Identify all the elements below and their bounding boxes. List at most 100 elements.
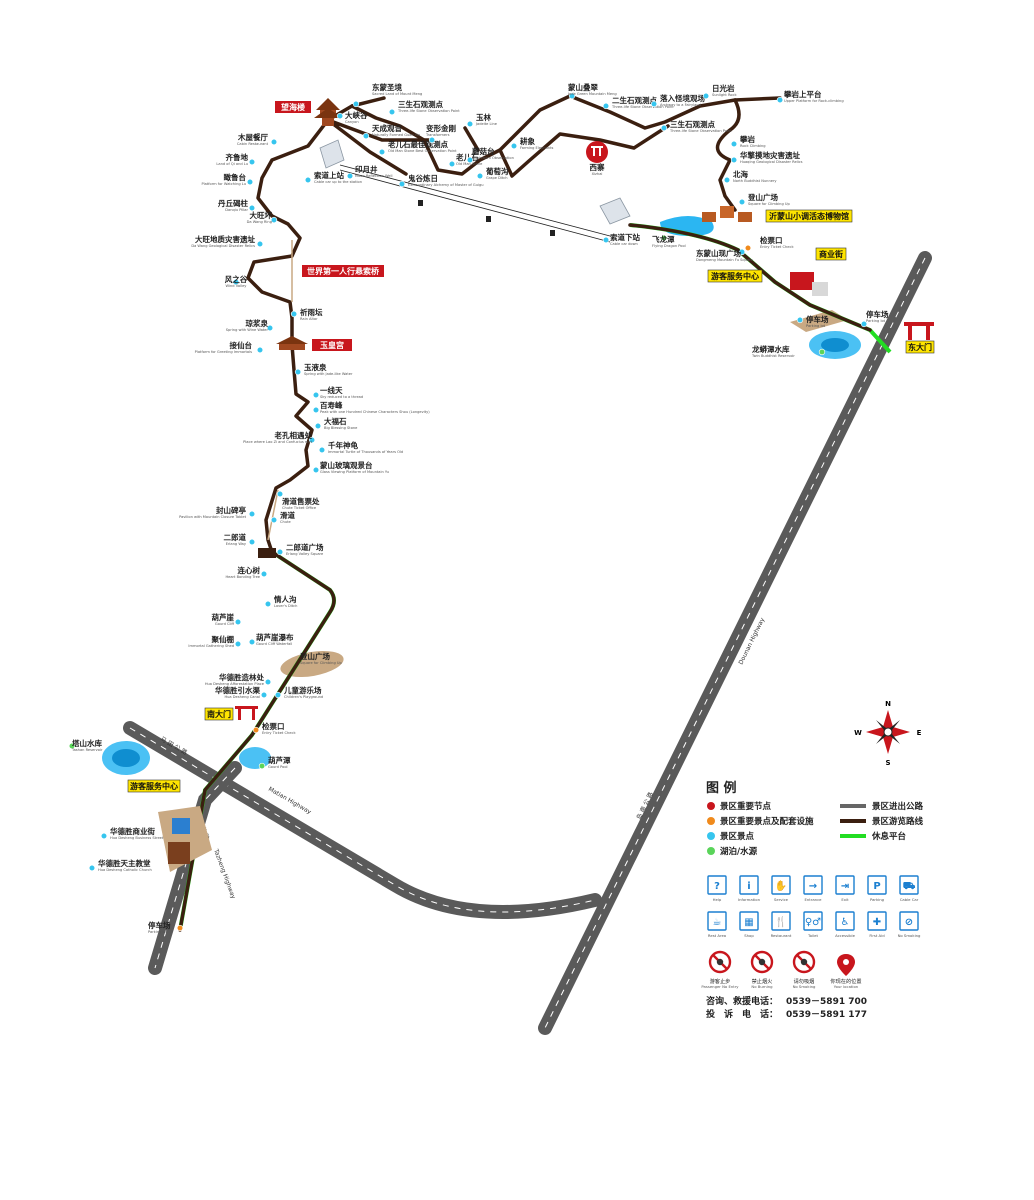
south-gate-badge: 南大门 <box>204 707 234 721</box>
icon-caption: Shop <box>744 933 754 938</box>
entrance-icon: →Entrance <box>803 875 823 902</box>
legend-swatch-dot <box>707 817 715 825</box>
poi-node-dot <box>258 762 266 770</box>
poi-english-name: Spring with Wine Water <box>226 328 269 332</box>
icon-caption: First Aid <box>869 933 885 938</box>
poi-name: 二郎道广场 <box>286 542 324 552</box>
poi-english-name: Old Man Stone <box>456 162 483 166</box>
poi-english-name: Cable car up to the station <box>314 180 362 184</box>
svg-text:☕: ☕ <box>713 917 722 928</box>
legend-icons-row-2: ☕Rest Area▦Shop🍴Restaurant♀♂Toilet♿Acces… <box>707 911 921 938</box>
poi-english-name: Children's Playground <box>284 695 323 699</box>
svg-text:🍴: 🍴 <box>775 915 787 928</box>
dounan-highway <box>538 251 932 1035</box>
poi-name: 老孔相遇处 <box>274 430 313 440</box>
poi-name: 停车场 <box>866 309 889 319</box>
poi-name: 检票口 <box>262 721 285 731</box>
poi-name: 玉林 <box>476 112 491 122</box>
poi-node-dot <box>294 368 302 376</box>
poi-name: 东蒙圣境 <box>372 82 402 92</box>
poi-english-name: Xizhai <box>592 172 603 176</box>
svg-text:望海楼: 望海楼 <box>281 102 305 112</box>
poi-node-dot <box>428 136 436 144</box>
poi-english-name: Platform for Watching Lu <box>202 182 247 186</box>
poi-node-dot <box>256 240 264 248</box>
poi-name: 滑道售票处 <box>282 496 320 506</box>
svg-text:i: i <box>747 881 750 892</box>
svg-text:?: ? <box>714 881 720 892</box>
poi-node-dot <box>466 120 474 128</box>
legend-item: 景区重要景点及配套设施 <box>707 816 814 827</box>
poi-english-name: Parking lot <box>806 324 826 328</box>
legend-item: 湖泊/水源 <box>707 846 758 857</box>
poi-english-name: Immortal Turtle of Thousands of Years Ol… <box>328 450 403 454</box>
poi-english-name: Sky reduced to a thread <box>320 395 363 399</box>
poi-name: 飞龙潭 <box>652 234 675 244</box>
poi-english-name: Da Wang Ring <box>247 220 272 224</box>
poi-name: 鬼谷炼日 <box>408 173 438 183</box>
poi-name: 葫芦潭 <box>268 755 291 765</box>
poi-name: 蘑菇台 <box>472 146 495 156</box>
poi-node-dot <box>744 244 752 252</box>
prohibit-label: 请勿吸烟 <box>794 977 815 985</box>
poi-node-dot <box>660 124 668 132</box>
svg-text:游客服务中心: 游客服务中心 <box>130 781 178 791</box>
poi-node-dot <box>702 92 710 100</box>
poi-name: 老儿石最佳观测点 <box>387 139 448 149</box>
poi-node-dot <box>660 234 668 242</box>
poi-node-dot <box>264 600 272 608</box>
prohibit-label-en: Your location <box>834 984 859 989</box>
poi-name: 停车场 <box>806 314 829 324</box>
poi-english-name: Square for Climbing Up <box>300 661 342 665</box>
poi-name: 索道下站 <box>610 232 640 242</box>
climbing-square-plaza-south <box>280 650 344 678</box>
contact-value: 0539－5891 700 <box>786 997 867 1007</box>
poi-english-name: Jadeite Line <box>475 122 498 126</box>
poi-name: 变形金刚 <box>426 123 456 133</box>
legend-swatch-dot <box>707 802 715 810</box>
legend-icons-row-1: ?HelpiInformation✋Service→Entrance⇥ExitP… <box>707 875 919 902</box>
poi-name: 大峡谷 <box>345 110 368 120</box>
icon-caption: Restaurant <box>771 933 792 938</box>
shop-icon: ▦Shop <box>739 911 759 938</box>
poi-english-name: Grape Ditch <box>486 176 508 180</box>
south-gate-arch <box>235 706 258 720</box>
jade-emperor-palace-badge: 玉皇宫 <box>312 339 352 351</box>
contact-label: 咨询、救援电话： <box>706 995 778 1007</box>
east-gate-badge: 东大门 <box>905 340 935 354</box>
poi-name: 东蒙山现广场 <box>696 248 741 258</box>
svg-text:→: → <box>809 881 817 892</box>
poi-node-dot <box>276 548 284 556</box>
poi-node-dot <box>260 691 268 699</box>
poi-name: 停车场 <box>148 920 171 930</box>
poi-name: 滑道 <box>280 510 295 520</box>
poi-english-name: Naturally Formed Guan Yin <box>372 133 420 137</box>
gourd-pool-lake <box>239 747 271 769</box>
poi-node-dot <box>352 100 360 108</box>
icon-caption: Information <box>738 897 761 902</box>
prohibit-label-en: No Smoking <box>793 984 816 989</box>
cable-car-lines <box>339 164 611 243</box>
svg-text:南大门: 南大门 <box>207 709 231 719</box>
poi-node-dot <box>234 618 242 626</box>
legend-label: 休息平台 <box>871 831 907 842</box>
poi-node-dot <box>776 96 784 104</box>
poi-name: 蒙山叠翠 <box>568 82 598 92</box>
legend-item: 休息平台 <box>840 831 907 842</box>
